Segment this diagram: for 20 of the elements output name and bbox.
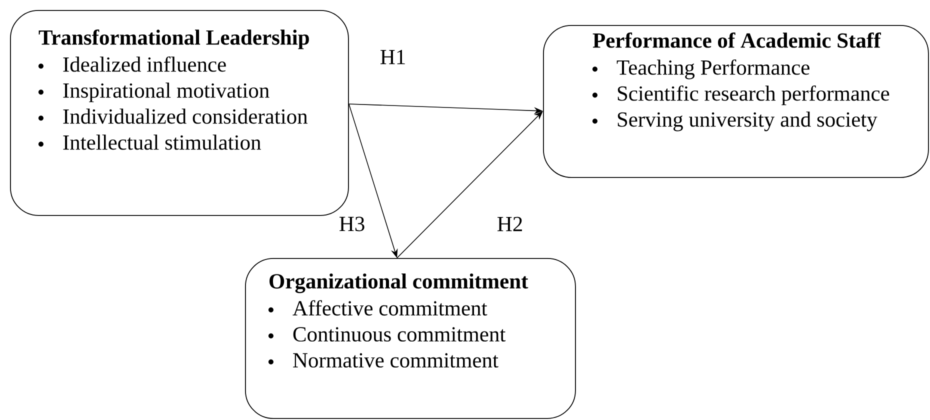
list-item: Normative commitment [293, 353, 498, 368]
list-item: Serving university and society [618, 112, 878, 132]
list-item: Individualized consideration [63, 108, 308, 124]
edge-label: H2 [496, 216, 524, 232]
heading: Transformational Leadership [38, 29, 309, 50]
arrow [396, 111, 543, 258]
rounded-box [245, 258, 576, 419]
list-item: Idealized influence [63, 56, 226, 72]
heading: Organizational commitment [270, 273, 528, 294]
list-item: Teaching Performance [616, 59, 810, 80]
edge-label: H3 [338, 216, 366, 232]
rounded-box [543, 25, 929, 178]
list-item: Intellectual stimulation [63, 134, 261, 150]
list-item: Scientific research performance [618, 85, 890, 106]
rounded-box [10, 10, 349, 216]
edge-label: H1 [378, 48, 408, 66]
heading: Performance of Academic Staff [592, 32, 881, 48]
list-item: Inspirational motivation [63, 82, 270, 102]
list-item: Continuous commitment [293, 327, 506, 342]
list-item: Affective commitment [292, 300, 488, 316]
